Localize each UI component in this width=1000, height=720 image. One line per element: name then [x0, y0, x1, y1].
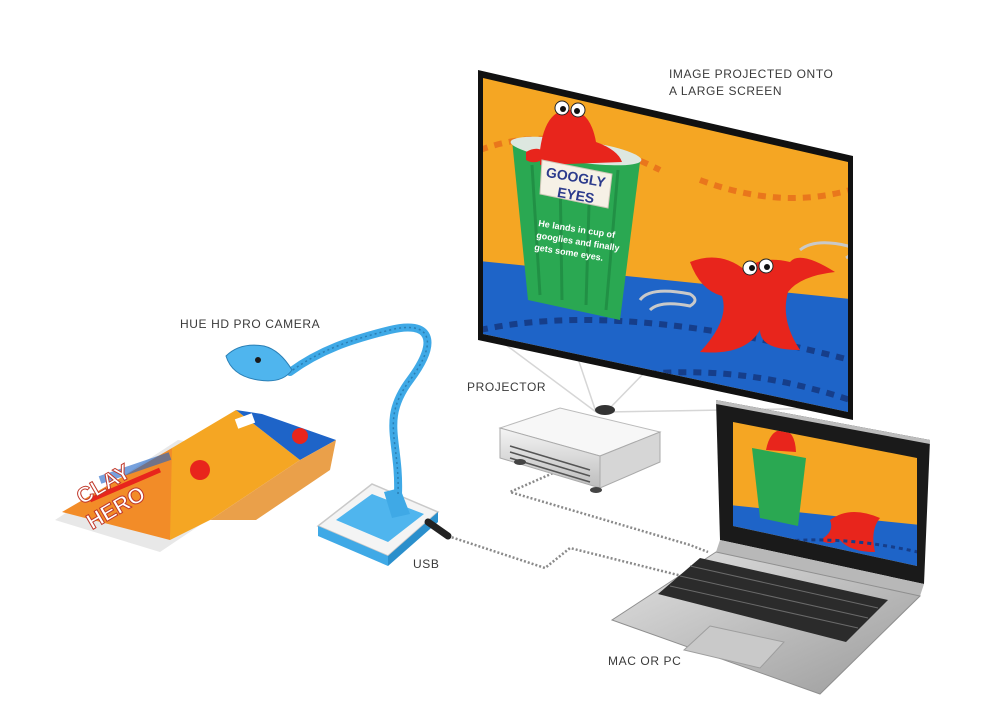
projection-screen: GOOGLY EYES He lands in cup of googlies … — [478, 70, 853, 420]
projector — [498, 405, 662, 493]
label-projected-screen-line-1: IMAGE PROJECTED ONTO — [669, 67, 834, 81]
laptop — [610, 400, 930, 695]
label-projected-screen-line-2: A LARGE SCREEN — [669, 84, 783, 98]
googly-eyes-sign: GOOGLY EYES — [539, 159, 613, 209]
label-computer: MAC OR PC — [608, 654, 682, 668]
label-usb: USB — [413, 557, 440, 571]
clay-figure-cup — [526, 100, 622, 165]
projector-cable — [506, 468, 709, 554]
label-projected-screen: IMAGE PROJECTED ONTO A LARGE SCREEN — [669, 66, 833, 100]
laptop-keyboard — [658, 558, 888, 642]
label-camera: HUE HD PRO CAMERA — [180, 317, 321, 331]
camera-head — [225, 344, 293, 382]
laptop-trackpad — [682, 625, 785, 669]
projector-lens — [595, 405, 615, 415]
label-projector: PROJECTOR — [467, 380, 547, 394]
usb-connector — [424, 518, 452, 540]
paperclip-icon — [638, 241, 848, 312]
sign-line-2: EYES — [556, 184, 596, 206]
usb-cable — [447, 534, 709, 588]
clay-figure-running — [690, 257, 835, 353]
clay-hero-book: CLAY HERO — [55, 410, 336, 552]
document-camera — [225, 323, 452, 566]
